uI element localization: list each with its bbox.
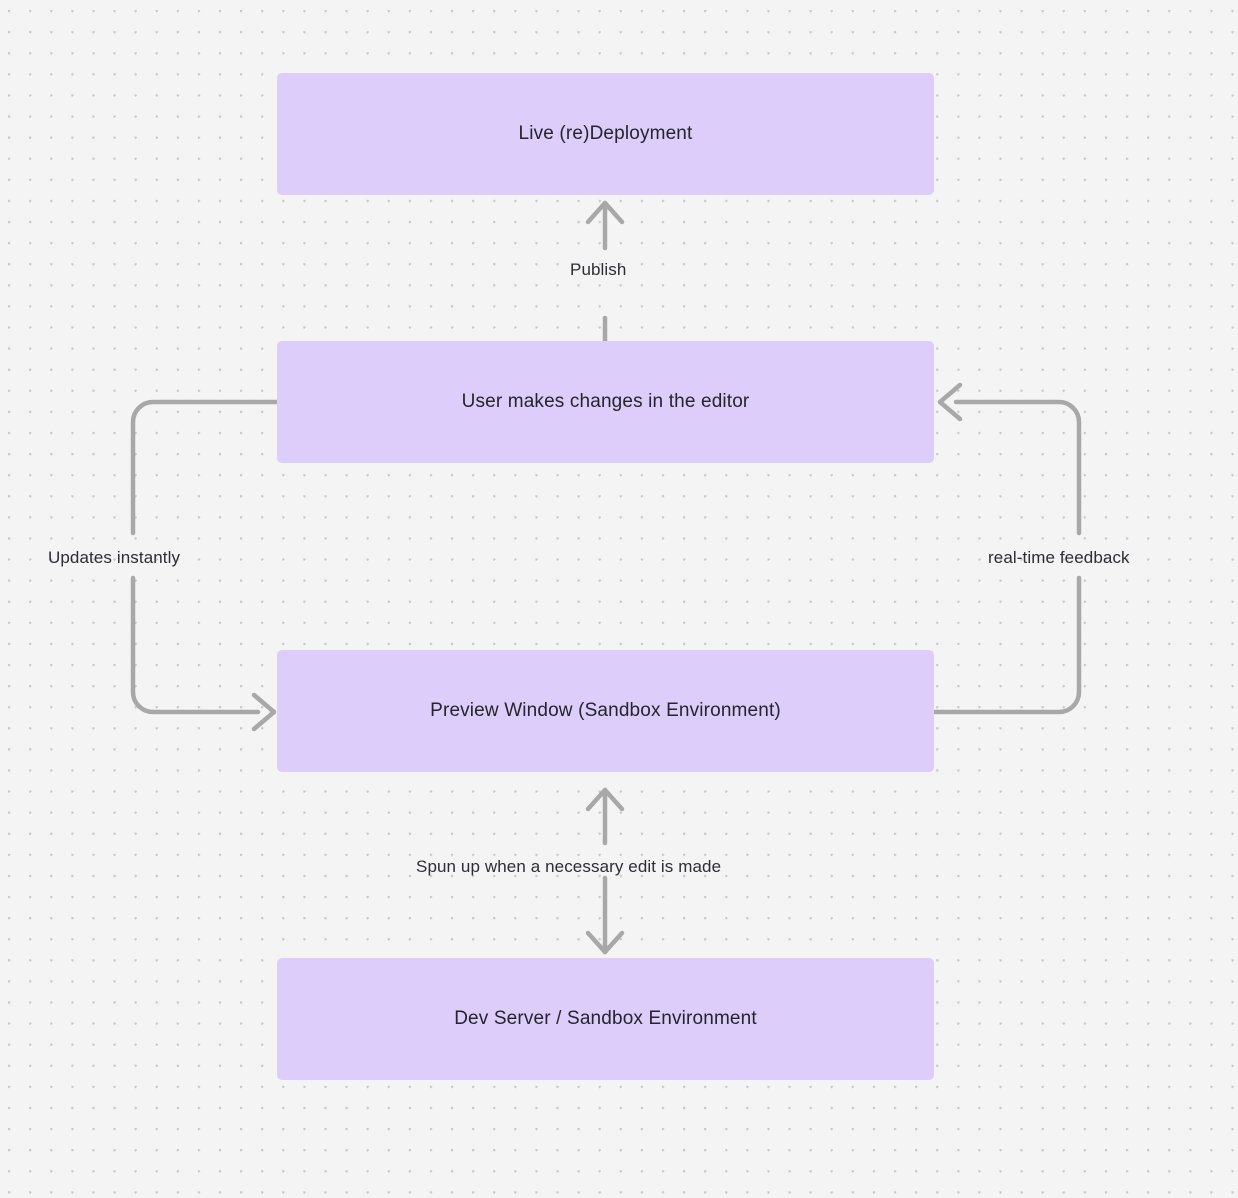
node-preview-window-label: Preview Window (Sandbox Environment) — [430, 699, 781, 721]
node-user-makes-changes-label: User makes changes in the editor — [461, 390, 750, 412]
edge-label-publish: Publish — [570, 260, 627, 279]
node-live-redeployment-label: Live (re)Deployment — [518, 122, 693, 144]
node-dev-server-label: Dev Server / Sandbox Environment — [454, 1007, 757, 1029]
node-preview-window[interactable]: Preview Window (Sandbox Environment) — [277, 650, 934, 772]
node-dev-server[interactable]: Dev Server / Sandbox Environment — [277, 958, 934, 1080]
edge-label-updates-instantly: Updates instantly — [48, 548, 181, 567]
edge-label-real-time-feedback: real-time feedback — [988, 548, 1130, 567]
node-live-redeployment[interactable]: Live (re)Deployment — [277, 73, 934, 195]
node-user-makes-changes[interactable]: User makes changes in the editor — [277, 341, 934, 463]
edge-label-spun-up: Spun up when a necessary edit is made — [416, 857, 722, 876]
